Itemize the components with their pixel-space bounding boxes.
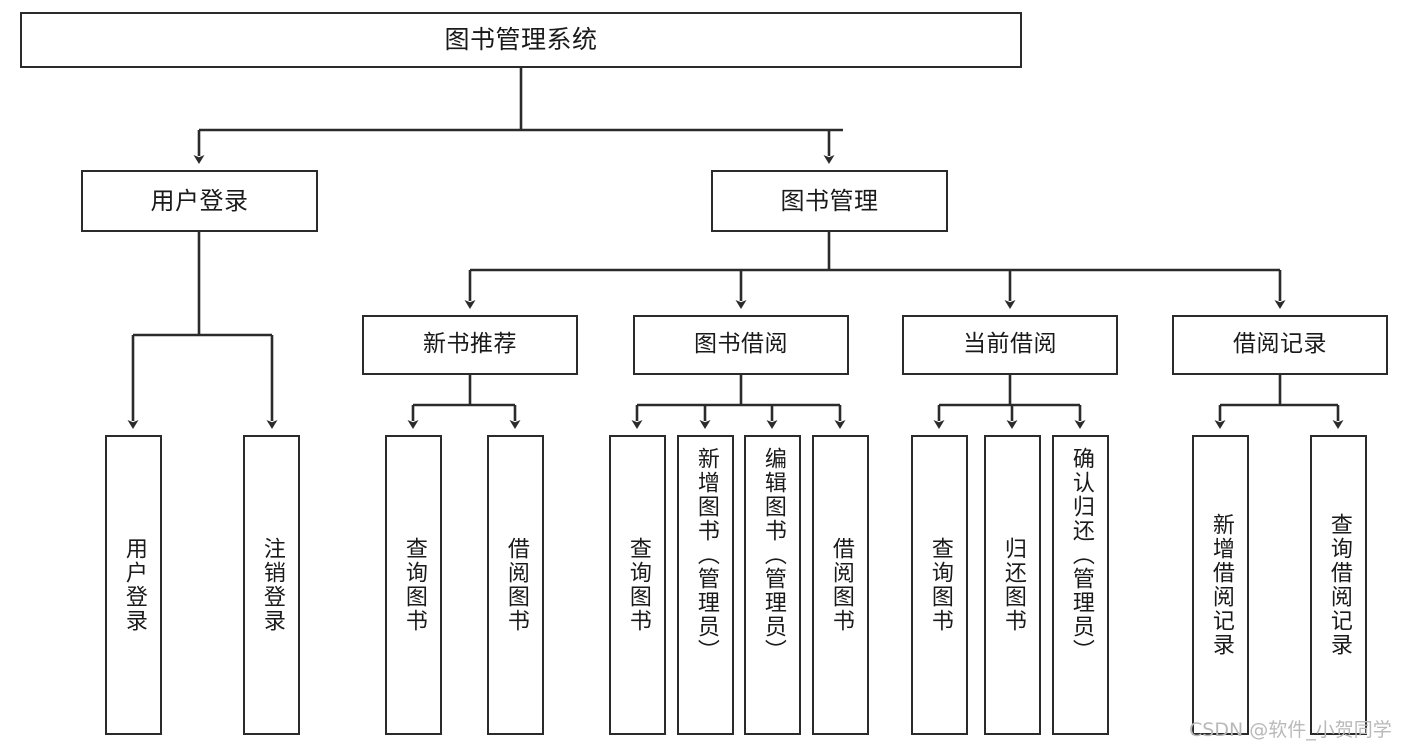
node-new-book-recommend[interactable]: 新书推荐 [362,315,578,375]
node-borrow-record-label: 借阅记录 [1233,331,1327,358]
node-leaf-return-book[interactable]: 归还图书 [984,435,1041,735]
node-leaf-borrow-book-2-label: 借阅图书 [828,537,854,633]
node-leaf-query-book-2[interactable]: 查询图书 [609,435,666,735]
node-book-manage-label: 图书管理 [780,186,879,215]
node-user-login-label: 用户登录 [150,186,249,215]
watermark: CSDN @软件_小贺同学 [1189,719,1392,741]
node-root[interactable]: 图书管理系统 [20,12,1022,68]
node-leaf-return-book-label: 归还图书 [1000,537,1026,633]
node-book-manage[interactable]: 图书管理 [711,170,948,232]
node-leaf-confirm-return-label: 确认归还（管理员） [1068,447,1094,663]
node-leaf-query-book-3-label: 查询图书 [927,537,953,633]
node-leaf-query-record-label: 查询借阅记录 [1326,513,1352,657]
node-root-label: 图书管理系统 [444,25,598,55]
node-new-book-recommend-label: 新书推荐 [423,331,517,358]
node-leaf-user-logout-label: 注销登录 [259,537,285,633]
node-leaf-edit-book-label: 编辑图书（管理员） [760,447,786,663]
node-borrow-record[interactable]: 借阅记录 [1172,315,1388,375]
node-leaf-user-logout[interactable]: 注销登录 [243,435,300,735]
node-current-borrow[interactable]: 当前借阅 [902,315,1118,375]
node-leaf-add-record[interactable]: 新增借阅记录 [1192,435,1249,735]
node-current-borrow-label: 当前借阅 [963,331,1057,358]
node-leaf-borrow-book-1-label: 借阅图书 [503,537,529,633]
node-leaf-edit-book[interactable]: 编辑图书（管理员） [744,435,801,735]
node-leaf-query-record[interactable]: 查询借阅记录 [1310,435,1367,735]
node-leaf-query-book-1[interactable]: 查询图书 [385,435,442,735]
node-leaf-query-book-3[interactable]: 查询图书 [911,435,968,735]
node-book-borrow-label: 图书借阅 [694,331,788,358]
node-leaf-borrow-book-2[interactable]: 借阅图书 [812,435,869,735]
node-leaf-query-book-1-label: 查询图书 [401,537,427,633]
node-leaf-confirm-return[interactable]: 确认归还（管理员） [1052,435,1109,735]
node-leaf-add-record-label: 新增借阅记录 [1208,513,1234,657]
node-leaf-user-login-label: 用户登录 [121,537,147,633]
node-user-login[interactable]: 用户登录 [81,170,318,232]
node-leaf-borrow-book-1[interactable]: 借阅图书 [487,435,544,735]
node-leaf-user-login[interactable]: 用户登录 [105,435,162,735]
node-book-borrow[interactable]: 图书借阅 [633,315,849,375]
node-leaf-add-book-label: 新增图书（管理员） [693,447,719,663]
node-leaf-add-book[interactable]: 新增图书（管理员） [677,435,734,735]
node-leaf-query-book-2-label: 查询图书 [625,537,651,633]
